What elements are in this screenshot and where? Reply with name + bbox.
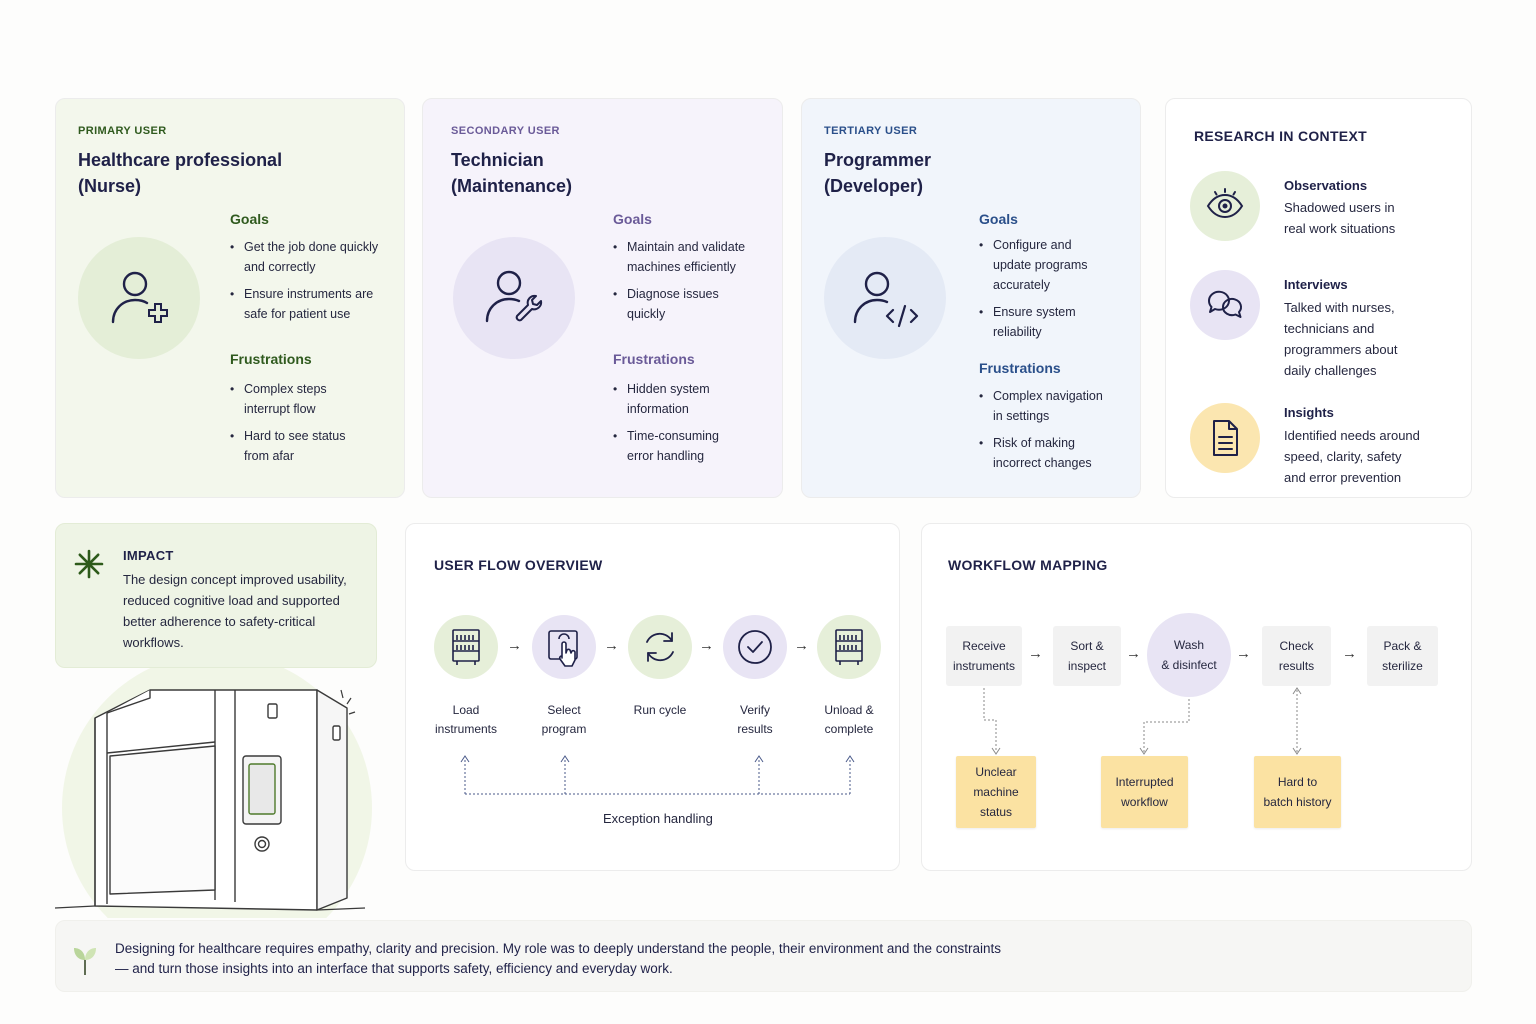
- flow-step-label: Run cycle: [633, 703, 687, 717]
- arrow-icon: →: [1126, 645, 1141, 662]
- persona-card-primary: PRIMARY USER Healthcare professional (Nu…: [55, 98, 405, 498]
- impact-heading: IMPACT: [123, 548, 174, 563]
- research-text-interviews: Talked with nurses, technicians and prog…: [1284, 300, 1398, 378]
- arrow-icon: →: [507, 637, 522, 654]
- research-heading-observations: Observations: [1284, 178, 1368, 193]
- flow-step-label: Unload & complete: [824, 703, 874, 736]
- sprout-icon: [74, 948, 96, 975]
- workflow-step-highlight: Wash& disinfect: [1147, 613, 1231, 697]
- chat-bubbles-icon: [1207, 290, 1242, 318]
- avatar: [78, 237, 200, 359]
- persona-card-tertiary: TERTIARY USER Programmer (Developer) Goa…: [801, 98, 1141, 498]
- avatar: [824, 237, 946, 359]
- goals-heading: Goals: [230, 211, 269, 227]
- avatar: [453, 237, 575, 359]
- frustrations-heading: Frustrations: [613, 351, 695, 367]
- pain-point-connectors: [983, 687, 1302, 755]
- instrument-rack-icon: [835, 629, 863, 665]
- flow-step-label: Select program: [541, 703, 587, 736]
- flow-step-circle: [628, 615, 692, 679]
- workflow-step: Pack &sterilize: [1367, 626, 1438, 686]
- research-heading-insights: Insights: [1284, 405, 1334, 420]
- persona-title: Programmer (Developer): [824, 150, 932, 196]
- document-icon: [1213, 420, 1238, 456]
- workflow-step: Sort &inspect: [1053, 626, 1121, 686]
- exception-handling-label: Exception handling: [603, 811, 713, 826]
- arrow-icon: →: [604, 637, 619, 654]
- research-icon-circle: [1190, 270, 1260, 340]
- persona-tag: SECONDARY USER: [451, 125, 560, 137]
- cycle-icon: [646, 632, 674, 662]
- user-flow-card: USER FLOW OVERVIEW Load instruments → Se…: [405, 523, 900, 871]
- impact-card: IMPACT The design concept improved usabi…: [55, 523, 377, 668]
- research-text-observations: Shadowed users in real work situations: [1284, 200, 1396, 236]
- asterisk-icon: [74, 549, 104, 579]
- arrow-icon: →: [794, 637, 809, 654]
- persona-title: Healthcare professional (Nurse): [78, 150, 283, 196]
- arrow-icon: →: [1236, 645, 1251, 662]
- research-title: RESEARCH IN CONTEXT: [1194, 128, 1367, 144]
- instrument-rack-icon: [452, 629, 480, 665]
- footer-banner: Designing for healthcare requires empath…: [55, 920, 1472, 992]
- persona-title: Technician (Maintenance): [451, 150, 573, 196]
- research-card: RESEARCH IN CONTEXT Observations Shadowe…: [1165, 98, 1472, 498]
- research-text-insights: Identified needs around speed, clarity, …: [1284, 428, 1420, 485]
- user-flow-title: USER FLOW OVERVIEW: [434, 557, 603, 573]
- persona-card-secondary: SECONDARY USER Technician (Maintenance) …: [422, 98, 783, 498]
- eye-icon: [1206, 188, 1244, 219]
- workflow-title: WORKFLOW MAPPING: [948, 557, 1108, 573]
- impact-text: The design concept improved usability, r…: [123, 572, 347, 650]
- flow-step-circle: [532, 615, 596, 679]
- arrow-icon: →: [1342, 645, 1357, 662]
- touch-screen-icon: [548, 630, 578, 667]
- frustrations-heading: Frustrations: [230, 351, 312, 367]
- goals-heading: Goals: [979, 211, 1018, 227]
- user-plus-icon: [111, 271, 168, 324]
- user-wrench-icon: [485, 270, 543, 323]
- flow-step-label: Load instruments: [434, 703, 498, 736]
- flow-step-circle: [723, 615, 787, 679]
- persona-tag: PRIMARY USER: [78, 125, 167, 137]
- check-circle-icon: [738, 630, 772, 664]
- goals-heading: Goals: [613, 211, 652, 227]
- washer-disinfector-illustration: [55, 668, 372, 918]
- flow-step-circle: [434, 615, 498, 679]
- research-heading-interviews: Interviews: [1284, 277, 1348, 292]
- footer-text: Designing for healthcare requires empath…: [115, 941, 1001, 976]
- flow-step-label: Verify results: [737, 703, 773, 736]
- arrow-icon: →: [1028, 645, 1043, 662]
- persona-tag: TERTIARY USER: [824, 125, 918, 137]
- frustrations-heading: Frustrations: [979, 360, 1061, 376]
- flow-step-circle: [817, 615, 881, 679]
- user-code-icon: [853, 271, 919, 328]
- research-icon-circle: [1190, 403, 1260, 473]
- research-icon-circle: [1190, 171, 1260, 241]
- arrow-icon: →: [699, 637, 714, 654]
- exception-connector: [460, 755, 855, 795]
